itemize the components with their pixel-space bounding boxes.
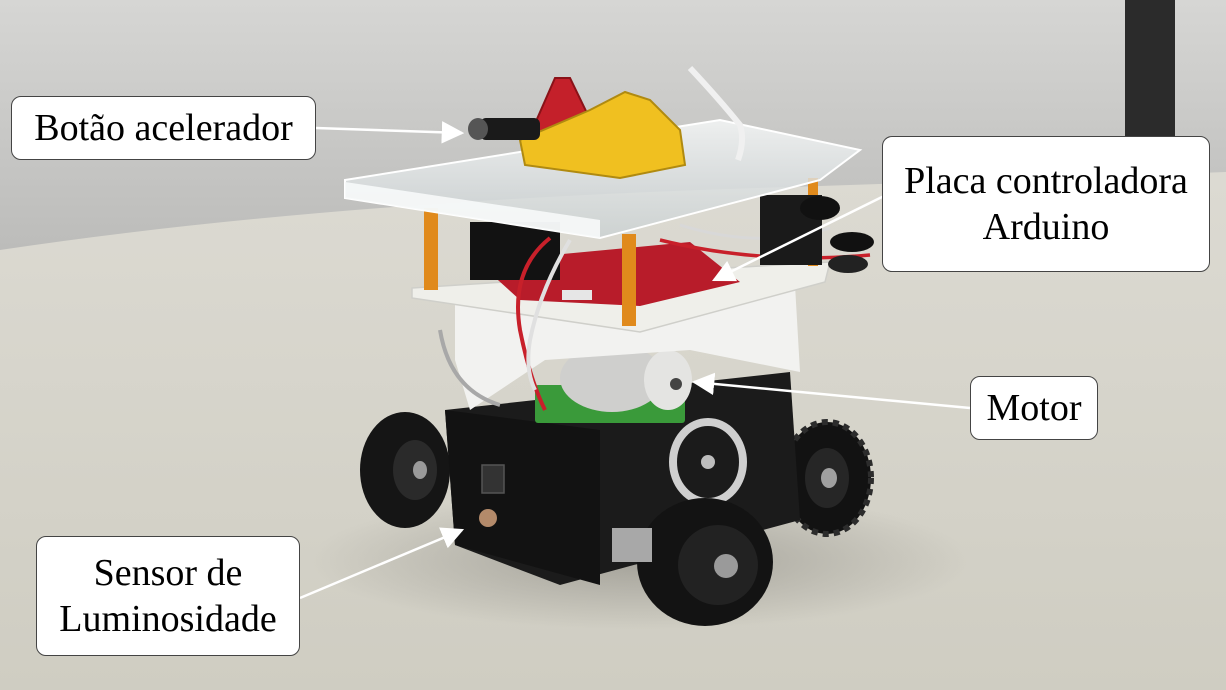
label-sensor-luminosidade: Sensor de Luminosidade <box>36 536 300 656</box>
label-motor: Motor <box>970 376 1098 440</box>
standoff-front-mid <box>622 234 636 326</box>
yellow-bracket <box>518 90 687 180</box>
top-sensor-wire <box>687 65 746 161</box>
label-motor-text: Motor <box>986 387 1082 429</box>
label-placa-controladora-line1: Placa controladora <box>904 160 1188 202</box>
arrow-controller <box>711 194 885 282</box>
label-sensor-line1: Sensor de <box>93 552 243 594</box>
acrylic-top-plate <box>344 118 863 240</box>
label-placa-controladora: Placa controladora Arduino <box>882 136 1210 272</box>
motor-body <box>535 344 692 423</box>
front-right-wheel <box>612 498 773 626</box>
arrow-button <box>315 121 465 144</box>
white-wire <box>526 238 572 391</box>
gray-wire <box>438 329 501 407</box>
label-sensor-line2: Luminosidade <box>59 598 277 640</box>
label-placa-controladora-line2: Arduino <box>982 206 1110 248</box>
accelerator-button <box>468 118 540 140</box>
arrow-sensor <box>299 527 465 600</box>
label-botao-acelerador: Botão acelerador <box>11 96 316 160</box>
rear-left-wheel <box>360 412 450 528</box>
standoff-front-left <box>424 208 438 290</box>
arrow-motor <box>691 372 971 410</box>
label-botao-acelerador-text: Botão acelerador <box>34 107 293 149</box>
